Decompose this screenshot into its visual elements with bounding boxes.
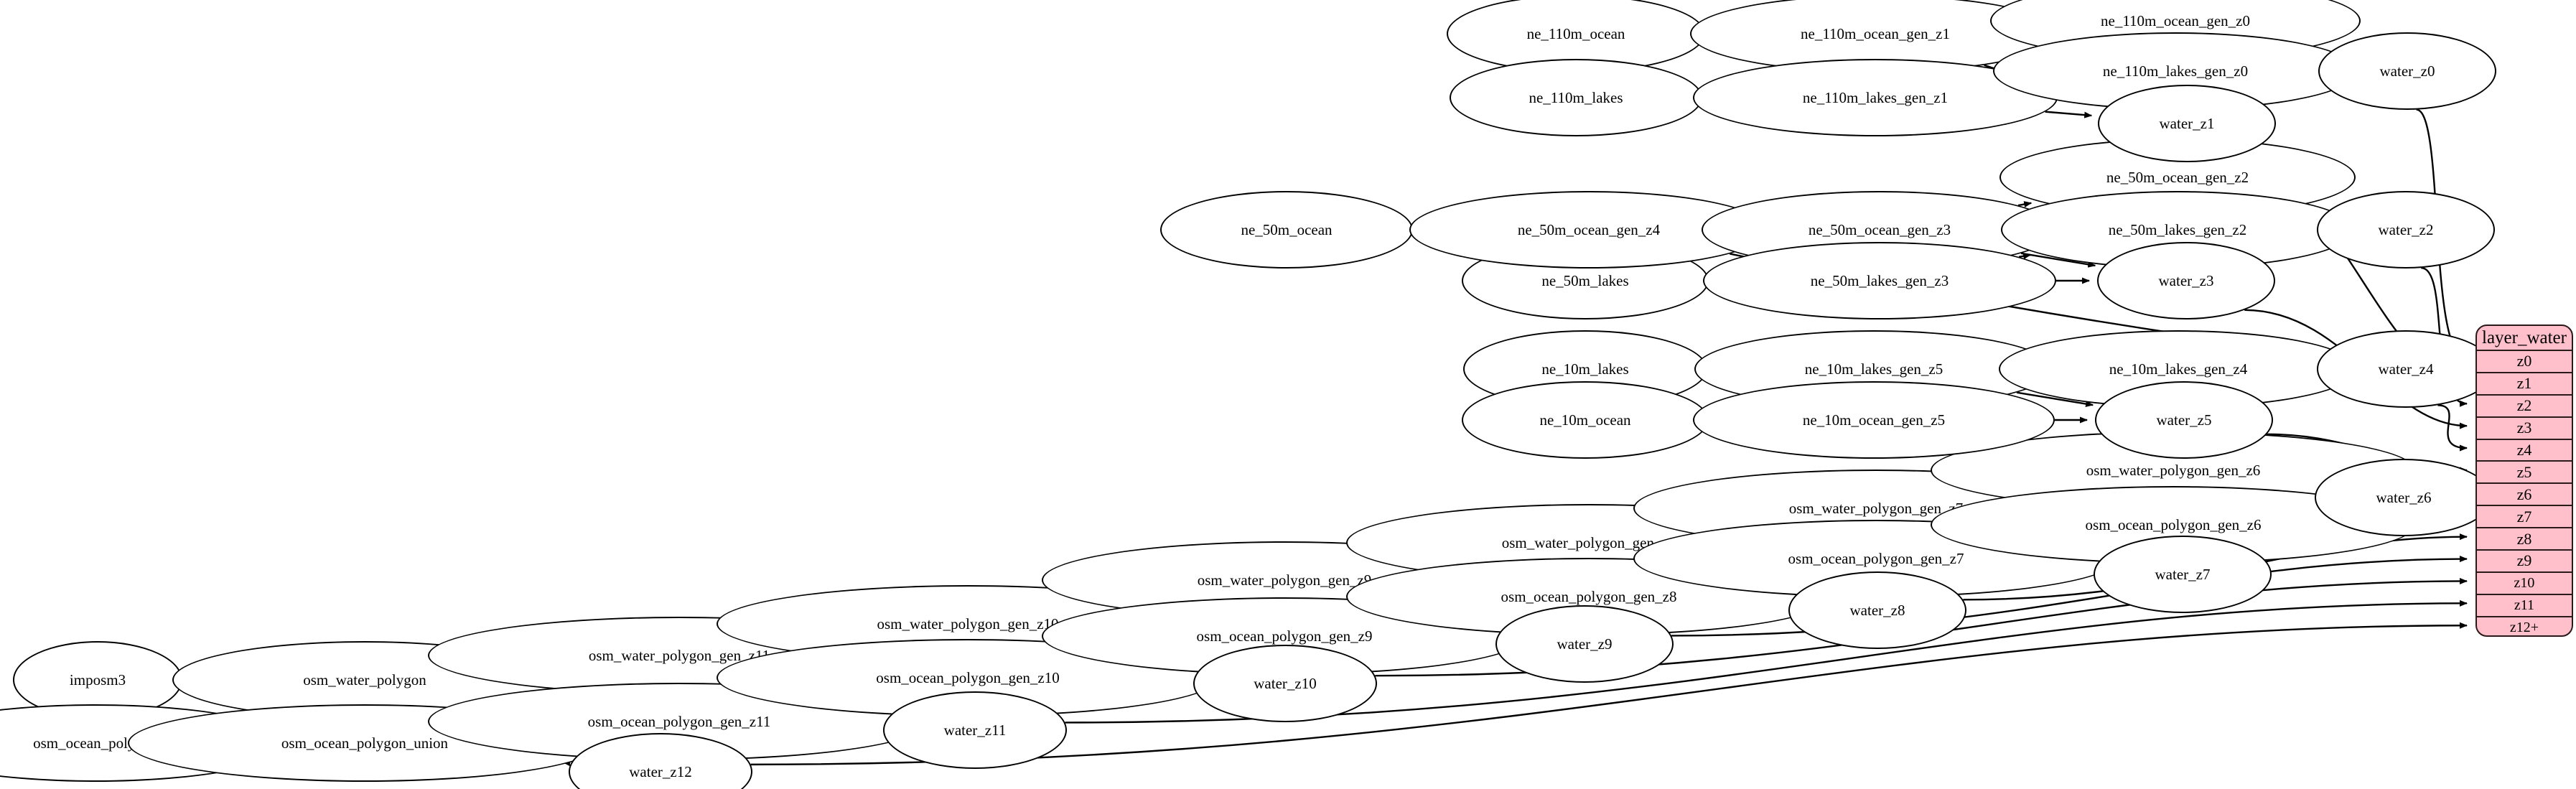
node-water_z7[interactable]: water_z7	[2094, 536, 2272, 613]
node-label: ne_10m_lakes_gen_z4	[2109, 360, 2248, 378]
node-ne_10m_ocean[interactable]: ne_10m_ocean	[1462, 381, 1709, 459]
node-label: water_z10	[1254, 674, 1317, 692]
edge-water_z4-to-legend-row-4	[2437, 404, 2468, 452]
node-label: osm_ocean_polygon_gen_z8	[1501, 587, 1677, 605]
edge-ne_110m_lakes_gen_z1-to-water_z1	[2045, 111, 2093, 118]
legend-header: layer_water	[2482, 327, 2567, 347]
node-ne_110m_lakes[interactable]: ne_110m_lakes	[1450, 59, 1702, 136]
node-label: osm_ocean_polygon_gen_z7	[1788, 549, 1964, 567]
node-label: osm_ocean_polygon_gen_z9	[1196, 627, 1373, 645]
node-label: water_z11	[943, 721, 1007, 739]
node-water_z11[interactable]: water_z11	[883, 691, 1067, 769]
node-label: water_z12	[629, 762, 692, 780]
node-label: osm_ocean_polygon_gen_z6	[2085, 515, 2262, 533]
node-label: osm_ocean_polygon_gen_z10	[876, 668, 1060, 686]
node-label: water_z5	[2156, 411, 2212, 429]
legend-row-z3[interactable]: z3	[2477, 416, 2572, 439]
node-label: ne_10m_lakes_gen_z5	[1804, 360, 1943, 378]
node-label: ne_10m_ocean_gen_z5	[1802, 411, 1946, 429]
legend-row-z0[interactable]: z0	[2477, 350, 2572, 372]
legend-row-z4[interactable]: z4	[2477, 438, 2572, 461]
node-label: imposm3	[69, 671, 126, 688]
node-water_z5[interactable]: water_z5	[2095, 381, 2273, 459]
node-label: osm_ocean_polygon_gen_z11	[587, 712, 771, 730]
legend-row-z10[interactable]: z10	[2477, 571, 2572, 594]
edge-ne_50m_lakes_gen_z3-to-ne_50m_lakes_gen_z2	[2018, 253, 2032, 260]
node-label: water_z8	[1849, 601, 1905, 619]
node-label: water_z9	[1557, 635, 1613, 653]
node-label: water_z7	[2155, 565, 2211, 583]
node-label: ne_110m_lakes	[1529, 88, 1623, 106]
node-label: water_z6	[2376, 488, 2432, 506]
legend-row-z6[interactable]: z6	[2477, 482, 2572, 505]
legend-row-z12plus[interactable]: z12+	[2477, 615, 2572, 635]
legend-row-z2[interactable]: z2	[2477, 393, 2572, 416]
node-label: osm_ocean_polygon_union	[281, 734, 449, 752]
node-label: ne_50m_ocean_gen_z4	[1517, 220, 1661, 238]
node-water_z1[interactable]: water_z1	[2098, 85, 2276, 162]
legend-row-z9[interactable]: z9	[2477, 549, 2572, 571]
node-ne_110m_lakes_gen_z1[interactable]: ne_110m_lakes_gen_z1	[1693, 59, 2058, 136]
edge-ne_10m_lakes_gen_z5-to-water_z5	[2016, 391, 2094, 407]
edge-water_z12-to-legend-row-12	[750, 622, 2468, 766]
node-label: ne_50m_lakes_gen_z3	[1810, 271, 1949, 289]
node-water_z6[interactable]: water_z6	[2315, 459, 2493, 536]
legend-row-z8[interactable]: z8	[2477, 527, 2572, 549]
node-water_z2[interactable]: water_z2	[2317, 191, 2495, 269]
node-label: osm_water_polygon_gen_z6	[2086, 461, 2261, 479]
node-label: ne_110m_lakes_gen_z1	[1802, 88, 1949, 106]
node-label: water_z4	[2378, 360, 2434, 378]
node-label: osm_water_polygon_gen_z7	[1788, 499, 1964, 517]
node-water_z10[interactable]: water_z10	[1193, 645, 1377, 722]
node-water_z8[interactable]: water_z8	[1788, 571, 1966, 649]
node-ne_50m_lakes_gen_z3[interactable]: ne_50m_lakes_gen_z3	[1703, 242, 2056, 319]
node-water_z4[interactable]: water_z4	[2317, 330, 2495, 408]
edge-ne_50m_ocean_gen_z3-to-ne_50m_ocean_gen_z2	[2017, 201, 2033, 208]
node-label: ne_110m_lakes_gen_z0	[2102, 62, 2249, 80]
node-label: ne_50m_lakes_gen_z2	[2108, 220, 2247, 238]
legend-row-z11[interactable]: z11	[2477, 593, 2572, 616]
node-label: water_z1	[2159, 114, 2215, 132]
legend-row-z1[interactable]: z1	[2477, 371, 2572, 394]
node-water_z9[interactable]: water_z9	[1495, 605, 1674, 683]
node-label: water_z0	[2379, 62, 2435, 80]
node-label: osm_water_polygon_gen_z10	[877, 615, 1059, 632]
node-water_z3[interactable]: water_z3	[2097, 242, 2275, 319]
node-label: ne_50m_ocean_gen_z3	[1808, 220, 1951, 238]
node-label: ne_10m_ocean	[1539, 411, 1631, 429]
legend-row-z7[interactable]: z7	[2477, 505, 2572, 527]
node-label: ne_50m_ocean	[1241, 220, 1333, 238]
node-label: ne_50m_ocean_gen_z2	[2106, 168, 2249, 186]
node-label: water_z3	[2158, 271, 2214, 289]
node-label: ne_110m_ocean	[1526, 24, 1625, 42]
legend-row-z5[interactable]: z5	[2477, 460, 2572, 482]
node-water_z12[interactable]: water_z12	[569, 733, 752, 789]
node-label: osm_water_polygon_gen_z9	[1197, 571, 1372, 589]
node-ne_50m_ocean[interactable]: ne_50m_ocean	[1160, 191, 1413, 269]
node-water_z0[interactable]: water_z0	[2318, 32, 2496, 110]
node-label: water_z2	[2378, 220, 2434, 238]
node-label: ne_110m_ocean_gen_z0	[2101, 11, 2250, 29]
node-label: ne_10m_lakes	[1541, 360, 1629, 378]
node-label: ne_50m_lakes	[1541, 271, 1629, 289]
node-label: ne_110m_ocean_gen_z1	[1801, 24, 1950, 42]
node-ne_10m_ocean_gen_z5[interactable]: ne_10m_ocean_gen_z5	[1693, 381, 2055, 459]
node-label: osm_water_polygon	[303, 671, 426, 688]
